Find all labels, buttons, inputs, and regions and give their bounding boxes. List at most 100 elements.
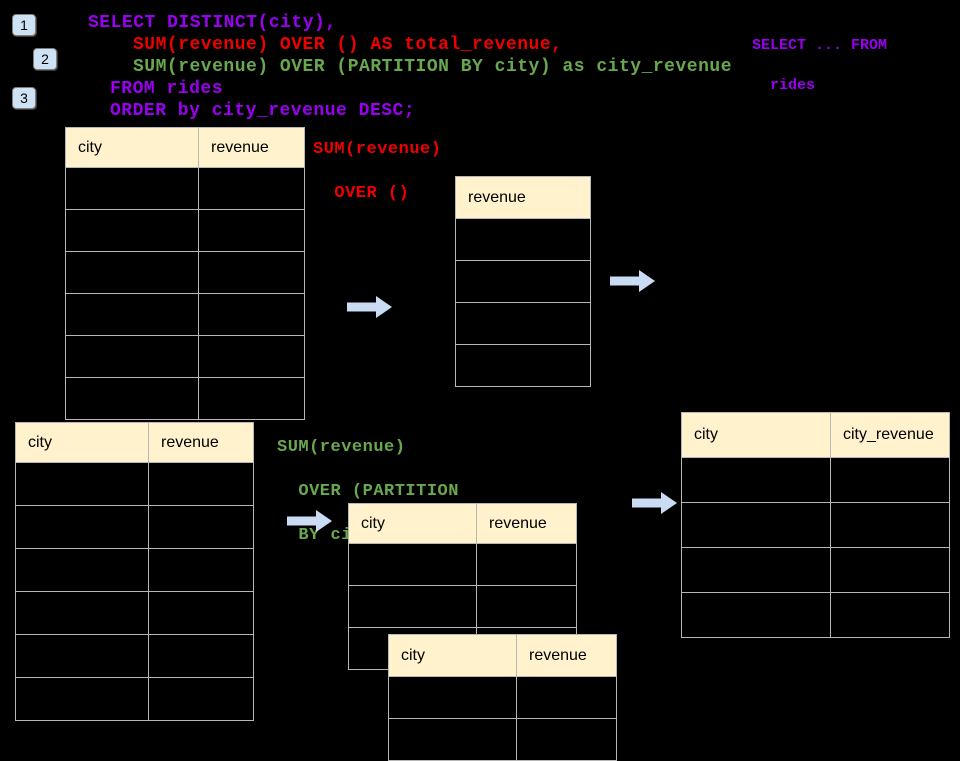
empty-cell <box>15 634 149 678</box>
table-source-top: city revenue <box>65 127 305 420</box>
table-row <box>65 251 305 294</box>
table-row <box>65 335 305 378</box>
diagram-canvas: 1 2 3 SELECT DISTINCT(city), SUM(revenue… <box>12 13 950 761</box>
step-badge-1: 1 <box>12 14 36 36</box>
table-row <box>65 293 305 336</box>
empty-cell <box>455 344 591 387</box>
empty-cell <box>348 585 477 628</box>
empty-cell <box>148 462 254 506</box>
column-header-city: city <box>348 503 477 544</box>
annotation-total-line2: OVER () <box>334 184 410 203</box>
table-row <box>15 548 254 592</box>
flow-arrow-right-icon <box>632 492 677 514</box>
table-row <box>681 592 950 638</box>
empty-cell <box>830 457 950 503</box>
empty-cell <box>455 260 591 303</box>
empty-cell <box>455 302 591 345</box>
empty-cell <box>516 676 617 719</box>
empty-cell <box>198 377 305 420</box>
table-row <box>65 167 305 210</box>
column-header-revenue: revenue <box>516 634 617 677</box>
empty-cell <box>198 251 305 294</box>
column-header-revenue: revenue <box>148 422 254 463</box>
empty-cell <box>830 547 950 593</box>
from-note-line1: SELECT ... FROM <box>752 37 888 54</box>
empty-cell <box>65 167 199 210</box>
empty-cell <box>15 677 149 721</box>
flow-arrow-right-icon <box>287 510 332 532</box>
empty-cell <box>148 548 254 592</box>
empty-cell <box>15 591 149 635</box>
table-row <box>15 591 254 635</box>
empty-cell <box>681 592 831 638</box>
table-row <box>455 302 591 345</box>
table-row <box>65 209 305 252</box>
column-header-city: city <box>388 634 517 677</box>
empty-cell <box>476 585 577 628</box>
sql-line-sum-partition: SUM(revenue) OVER (PARTITION BY city) as… <box>133 57 732 77</box>
empty-cell <box>681 502 831 548</box>
column-header-revenue: revenue <box>476 503 577 544</box>
annotation-total-line1: SUM(revenue) <box>313 140 442 159</box>
annotation-sum-over-partition: SUM(revenue) OVER (PARTITION BY city) <box>277 437 459 547</box>
table-row <box>388 676 617 719</box>
table-row <box>455 260 591 303</box>
table-row <box>15 634 254 678</box>
step-badge-2: 2 <box>33 48 57 70</box>
table-row <box>455 344 591 387</box>
empty-cell <box>388 676 517 719</box>
table-row <box>15 505 254 549</box>
empty-cell <box>388 718 517 761</box>
empty-cell <box>65 335 199 378</box>
annotation-partition-line2: OVER (PARTITION <box>298 482 459 501</box>
empty-cell <box>198 167 305 210</box>
from-rides-note: SELECT ... FROM rides <box>752 36 887 96</box>
column-header-revenue: revenue <box>455 176 591 219</box>
flow-arrow-right-icon <box>610 270 655 292</box>
table-row <box>15 677 254 721</box>
empty-cell <box>681 457 831 503</box>
empty-cell <box>830 592 950 638</box>
table-row <box>15 462 254 506</box>
table-row <box>681 457 950 503</box>
from-note-line2: rides <box>770 77 816 94</box>
empty-cell <box>476 543 577 586</box>
table-partition-back: city revenue <box>388 634 617 761</box>
flow-arrow-right-icon <box>347 296 392 318</box>
empty-cell <box>65 251 199 294</box>
table-result: city city_revenue <box>681 412 950 638</box>
table-row <box>348 543 577 586</box>
step-badge-3: 3 <box>12 87 36 109</box>
column-header-city: city <box>15 422 149 463</box>
empty-cell <box>148 591 254 635</box>
column-header-revenue: revenue <box>198 127 305 168</box>
sql-line-order-by: ORDER by city_revenue DESC; <box>110 101 416 121</box>
column-header-city: city <box>681 412 831 458</box>
table-total-revenue: revenue <box>455 176 591 387</box>
empty-cell <box>198 293 305 336</box>
sql-line-select: SELECT DISTINCT(city), <box>88 13 337 33</box>
table-row <box>455 218 591 261</box>
empty-cell <box>455 218 591 261</box>
table-row <box>348 585 577 628</box>
table-row <box>681 547 950 593</box>
empty-cell <box>348 543 477 586</box>
empty-cell <box>15 505 149 549</box>
empty-cell <box>15 548 149 592</box>
empty-cell <box>65 293 199 336</box>
empty-cell <box>65 209 199 252</box>
sql-line-sum-over: SUM(revenue) OVER () AS total_revenue, <box>133 35 563 55</box>
table-row <box>388 718 617 761</box>
annotation-partition-line1: SUM(revenue) <box>277 438 406 457</box>
empty-cell <box>830 502 950 548</box>
empty-cell <box>198 209 305 252</box>
column-header-city-revenue: city_revenue <box>830 412 950 458</box>
empty-cell <box>148 634 254 678</box>
table-row <box>65 377 305 420</box>
table-row <box>681 502 950 548</box>
empty-cell <box>198 335 305 378</box>
empty-cell <box>516 718 617 761</box>
empty-cell <box>65 377 199 420</box>
column-header-city: city <box>65 127 199 168</box>
empty-cell <box>15 462 149 506</box>
